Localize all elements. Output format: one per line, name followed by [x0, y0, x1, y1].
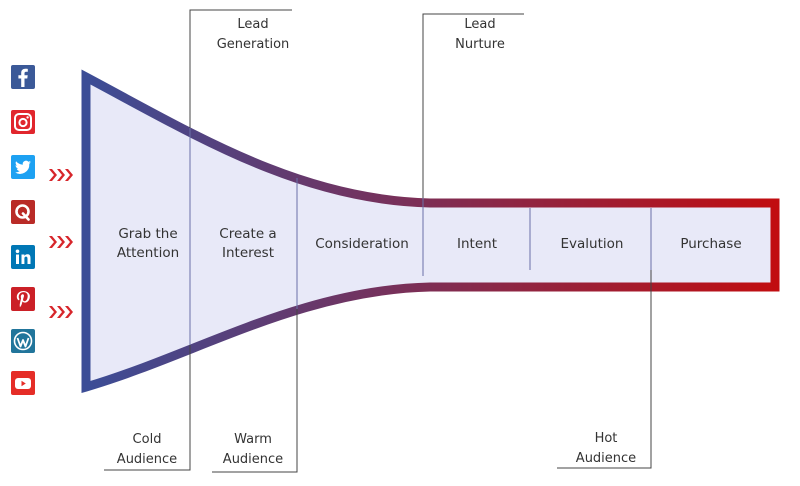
youtube-icon — [11, 371, 35, 395]
lead-generation-bracket — [189, 9, 292, 128]
funnel-shape — [81, 69, 780, 394]
stage-purchase: Purchase — [680, 236, 742, 252]
stage-evaluation: Evalution — [560, 236, 624, 252]
warm-audience-bracket — [212, 309, 298, 473]
facebook-icon — [11, 65, 35, 89]
stage-consideration: Consideration — [315, 236, 409, 252]
hot-audience-bracket — [557, 270, 652, 469]
cold-audience-bracket — [104, 345, 191, 471]
stage-intent: Intent — [457, 236, 497, 252]
chevron-right-icon — [49, 306, 73, 318]
quora-icon — [11, 200, 35, 224]
pinterest-icon — [11, 287, 35, 311]
stage-dividers — [189, 128, 652, 345]
chevron-right-icon — [49, 236, 73, 248]
lead-nurture-bracket — [422, 13, 524, 198]
wordpress-icon — [11, 329, 35, 353]
instagram-icon — [11, 110, 35, 134]
chevron-right-icon — [49, 169, 73, 181]
linkedin-icon — [11, 245, 35, 269]
annotation-lines — [104, 9, 652, 473]
twitter-icon — [11, 155, 35, 179]
